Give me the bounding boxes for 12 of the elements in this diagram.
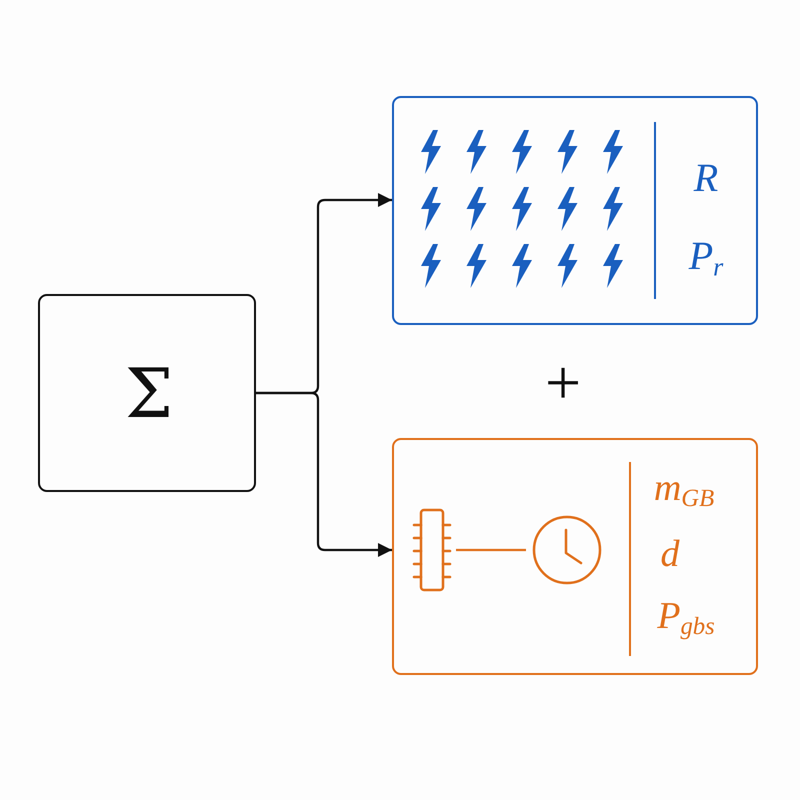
variable-symbol: m$_{GB}$ xyxy=(654,468,714,512)
sum-box xyxy=(38,294,256,492)
plus-sign: + xyxy=(544,351,582,415)
variable-symbol: P$_{r}$ xyxy=(688,236,724,280)
sum-symbol: Σ xyxy=(124,361,174,429)
parameter-box xyxy=(392,438,758,675)
variable-symbol: d xyxy=(660,535,680,573)
variable-symbol: P$_{gbs}$ xyxy=(657,596,715,640)
connector-line xyxy=(456,548,526,552)
variable-symbol: R xyxy=(694,158,718,198)
parameter-box xyxy=(392,96,758,325)
arrow xyxy=(256,392,392,557)
